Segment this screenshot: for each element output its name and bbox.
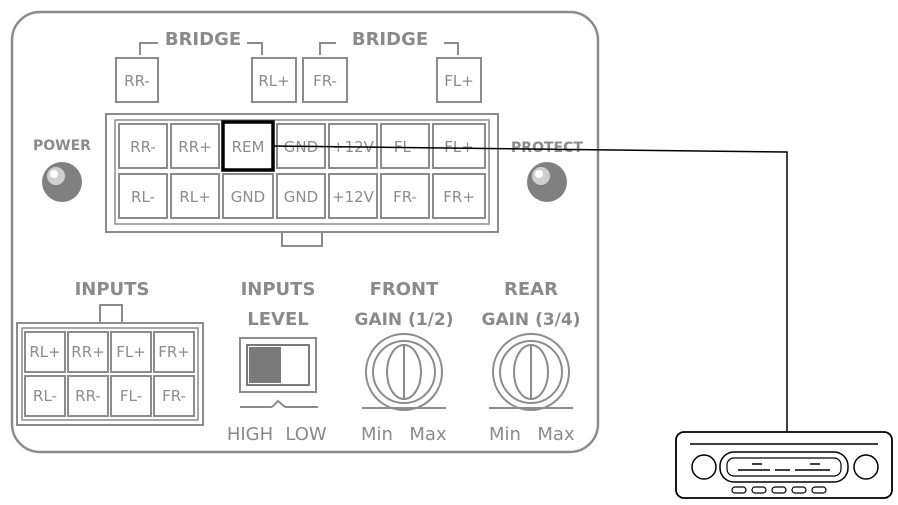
connector-pin: FR- <box>380 173 430 219</box>
svg-text:FR-: FR- <box>162 387 186 405</box>
high-label: HIGH <box>227 424 273 445</box>
svg-text:RR-: RR- <box>75 387 101 405</box>
bridge-terminal: RL+ <box>251 57 297 103</box>
svg-text:FR+: FR+ <box>443 188 475 206</box>
bridge-terminal: RR- <box>115 57 159 103</box>
input-pin: FR- <box>153 375 195 417</box>
front-gain-title-1: FRONT <box>370 279 440 300</box>
svg-text:RL+: RL+ <box>179 188 210 206</box>
connector-pin: +12V <box>328 173 378 219</box>
inputs-level-title-1: INPUTS <box>241 279 316 300</box>
svg-text:FR+: FR+ <box>158 343 190 361</box>
rear-gain-knob-icon <box>492 333 570 411</box>
input-pin: FR+ <box>153 331 195 373</box>
power-label: POWER <box>33 138 91 154</box>
svg-text:FL-: FL- <box>120 387 142 405</box>
bridge-left-label: BRIDGE <box>165 29 241 50</box>
power-connector: RR- RR+ REM GND +12V FL- FL+ RL- RL+ GND… <box>105 113 499 247</box>
input-pin: RR+ <box>67 331 109 373</box>
inputs-connector: RL+ RR+ FL+ FR+ RL- RR- FL- FR- <box>16 304 204 426</box>
switch-slider <box>249 347 279 383</box>
front-gain-min: Min <box>361 424 393 445</box>
svg-text:RL-: RL- <box>33 387 57 405</box>
svg-text:RR+: RR+ <box>71 343 104 361</box>
svg-text:FL+: FL+ <box>116 343 146 361</box>
inputs-title: INPUTS <box>75 279 150 300</box>
svg-text:FL+: FL+ <box>444 138 474 156</box>
connector-pin: RL+ <box>170 173 220 219</box>
connector-pin: GND <box>222 173 274 219</box>
svg-text:GND: GND <box>284 188 318 206</box>
connector-pin: GND <box>276 173 326 219</box>
svg-text:RR-: RR- <box>124 72 150 90</box>
svg-text:GND: GND <box>231 188 265 206</box>
connector-pin: RR- <box>118 123 168 169</box>
bridge-terminal: FR- <box>302 57 348 103</box>
svg-text:+12V: +12V <box>332 188 375 206</box>
front-gain-knob-icon <box>365 333 443 411</box>
svg-text:FR-: FR- <box>393 188 417 206</box>
connector-pin-rem: REM <box>221 120 275 172</box>
svg-text:RL+: RL+ <box>29 343 60 361</box>
bridge-terminal: FL+ <box>436 57 482 103</box>
protect-label: PROTECT <box>511 140 583 156</box>
bridge-right-label: BRIDGE <box>352 29 428 50</box>
input-pin: RR- <box>67 375 109 417</box>
connector-pin: RR+ <box>170 123 220 169</box>
power-led-icon <box>42 162 82 202</box>
connector-pin: RL- <box>118 173 168 219</box>
inputs-level-title-2: LEVEL <box>247 309 308 330</box>
svg-text:RL+: RL+ <box>258 72 289 90</box>
input-pin: RL+ <box>24 331 66 373</box>
rear-gain-title-1: REAR <box>504 279 558 300</box>
low-label: LOW <box>285 424 327 445</box>
svg-text:FR-: FR- <box>313 72 337 90</box>
input-pin: FL- <box>110 375 152 417</box>
input-pin: RL- <box>24 375 66 417</box>
protect-led-icon <box>527 162 567 202</box>
connector-pin: FL- <box>380 123 430 169</box>
svg-text:RR+: RR+ <box>178 138 211 156</box>
svg-text:RL-: RL- <box>131 188 155 206</box>
rear-gain-min: Min <box>489 424 521 445</box>
connector-pin: FR+ <box>432 173 486 219</box>
bridge-left: BRIDGE <box>139 29 263 55</box>
inputs-level-switch <box>239 337 317 393</box>
remote-wire <box>272 145 788 432</box>
rear-gain-max: Max <box>537 424 575 445</box>
rear-gain-title-2: GAIN (3/4) <box>482 310 581 330</box>
svg-text:RR-: RR- <box>130 138 156 156</box>
svg-text:REM: REM <box>232 138 265 156</box>
bridge-right: BRIDGE <box>319 29 459 55</box>
car-radio-icon <box>675 431 893 499</box>
front-gain-max: Max <box>409 424 447 445</box>
front-gain-title-2: GAIN (1/2) <box>355 310 454 330</box>
input-pin: FL+ <box>110 331 152 373</box>
svg-text:FL+: FL+ <box>444 72 474 90</box>
connector-pin: FL+ <box>432 123 486 169</box>
